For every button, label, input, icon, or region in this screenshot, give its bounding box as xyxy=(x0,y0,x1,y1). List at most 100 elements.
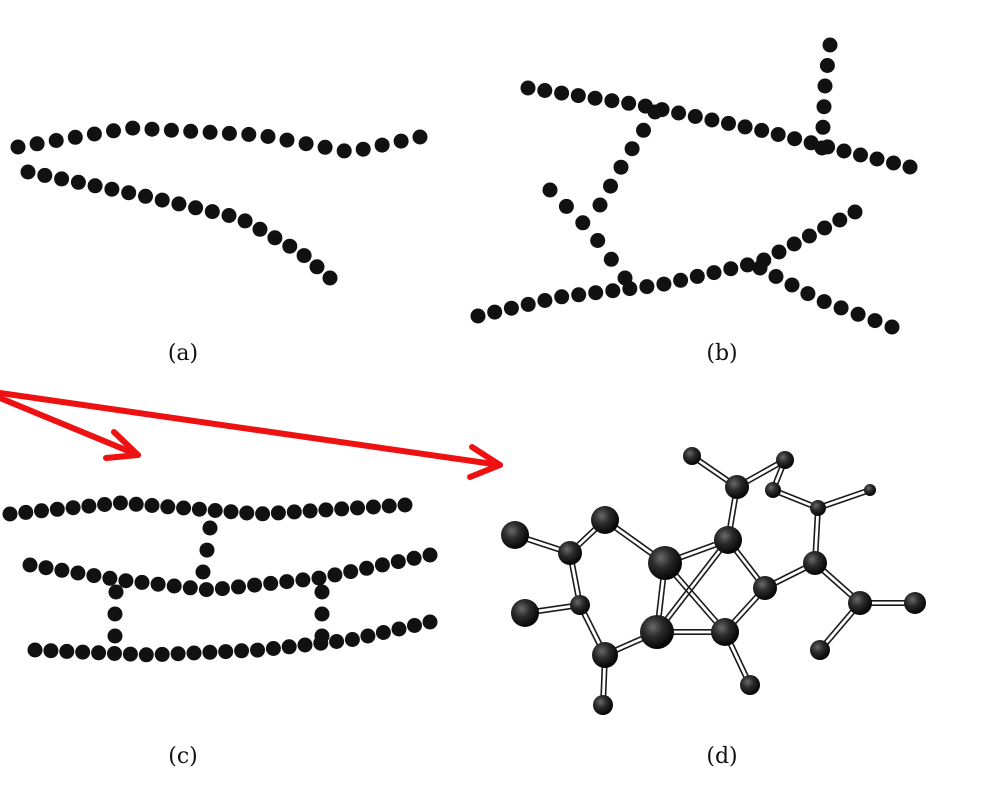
chain-bead xyxy=(255,506,271,522)
chain-bead xyxy=(617,270,633,286)
linear-chains xyxy=(10,120,428,286)
chain-bead xyxy=(286,504,302,520)
atom-ball xyxy=(593,695,613,715)
arrow-c-head-icon xyxy=(103,429,141,461)
atom-ball xyxy=(848,591,872,615)
chain-bead xyxy=(344,632,360,647)
chain-bead xyxy=(297,637,313,653)
chain-bead xyxy=(263,575,279,591)
arrow-to-panel-d xyxy=(0,390,503,468)
chain-bead xyxy=(853,147,868,163)
crosslink-bead xyxy=(108,584,124,600)
chain-bead xyxy=(687,109,703,124)
chain-bead xyxy=(336,143,352,159)
chain-bead xyxy=(590,233,606,248)
chain-bead xyxy=(647,104,663,120)
molecule-atoms xyxy=(501,447,926,715)
chain-bead xyxy=(588,285,604,301)
chain-bead xyxy=(800,286,816,302)
crosslinked-chains xyxy=(2,495,438,663)
chain-bead xyxy=(671,105,687,121)
chain-bead xyxy=(554,289,570,305)
atom-ball xyxy=(570,595,590,615)
chain-bead xyxy=(322,270,338,286)
chain-bead xyxy=(34,503,49,519)
chain-bead xyxy=(558,198,574,214)
chain-bead xyxy=(309,259,325,275)
crosslink-bead xyxy=(202,520,218,536)
crosslink-bead xyxy=(314,584,330,600)
chain-bead xyxy=(407,618,422,633)
bond-line xyxy=(773,487,820,507)
chain-bead xyxy=(118,573,134,589)
chain-bead xyxy=(221,208,237,223)
chain-bead xyxy=(171,196,187,212)
crosslink-bead xyxy=(199,542,215,558)
chain-bead xyxy=(520,296,536,312)
bond-line xyxy=(817,487,870,507)
chain-bead xyxy=(317,139,333,155)
chain-bead xyxy=(816,99,832,115)
chain-bead xyxy=(170,646,186,662)
chain-bead xyxy=(365,499,381,515)
chain-bead xyxy=(503,300,519,316)
chain-bead xyxy=(176,500,192,516)
chain-bead xyxy=(311,570,327,586)
atom-ball xyxy=(714,526,742,554)
chain-bead xyxy=(329,634,345,649)
branched-chains xyxy=(470,37,918,335)
atom-ball xyxy=(725,475,749,499)
bond-line xyxy=(658,540,731,634)
arrow-to-panel-c xyxy=(0,395,141,458)
chain-bead xyxy=(49,501,65,517)
chain-bead xyxy=(75,644,91,660)
chain-bead xyxy=(86,568,102,584)
chain-bead xyxy=(37,167,53,183)
chain-bead xyxy=(198,582,214,598)
chain-bead xyxy=(202,124,218,140)
chain-bead xyxy=(204,204,220,220)
chain-bead xyxy=(816,294,832,310)
chain-bead xyxy=(770,127,786,142)
chain-bead xyxy=(38,560,54,576)
atom-ball xyxy=(683,447,701,465)
atom-ball xyxy=(810,500,826,516)
chain-bead xyxy=(833,300,849,316)
chain-bead xyxy=(247,577,263,593)
chain-bead xyxy=(350,500,365,516)
chain-bead xyxy=(673,272,689,288)
panel-d-caption: (d) xyxy=(706,744,737,769)
chain-bead xyxy=(470,308,486,324)
chain-bead xyxy=(188,200,204,216)
chain-bead xyxy=(817,78,833,94)
chain-bead xyxy=(836,143,852,159)
chain-bead xyxy=(250,642,265,658)
chain-bead xyxy=(86,126,102,142)
chain-bead xyxy=(847,204,863,220)
chain-bead xyxy=(241,126,257,142)
chain-bead xyxy=(67,129,83,145)
panel-b-caption: (b) xyxy=(706,341,737,366)
chain-bead xyxy=(704,112,720,128)
chain-bead xyxy=(786,236,802,252)
chain-bead xyxy=(125,120,141,136)
chain-bead xyxy=(343,564,359,580)
chain-bead xyxy=(160,499,176,515)
chain-bead xyxy=(97,497,113,512)
chain-bead xyxy=(801,228,817,244)
chain-bead xyxy=(639,279,655,295)
chain-bead xyxy=(397,497,413,513)
chain-bead xyxy=(65,500,81,516)
atom-ball xyxy=(591,506,619,534)
chain-bead xyxy=(70,174,86,190)
chain-bead xyxy=(231,579,246,595)
panel-b-branched-polymer: (b) xyxy=(470,37,918,366)
chain-bead xyxy=(390,554,406,570)
chain-bead xyxy=(221,125,237,141)
atom-ball xyxy=(640,615,674,649)
atom-ball xyxy=(776,451,794,469)
chain-bead xyxy=(422,614,438,630)
atom-ball xyxy=(753,576,777,600)
chain-bead xyxy=(784,277,800,293)
